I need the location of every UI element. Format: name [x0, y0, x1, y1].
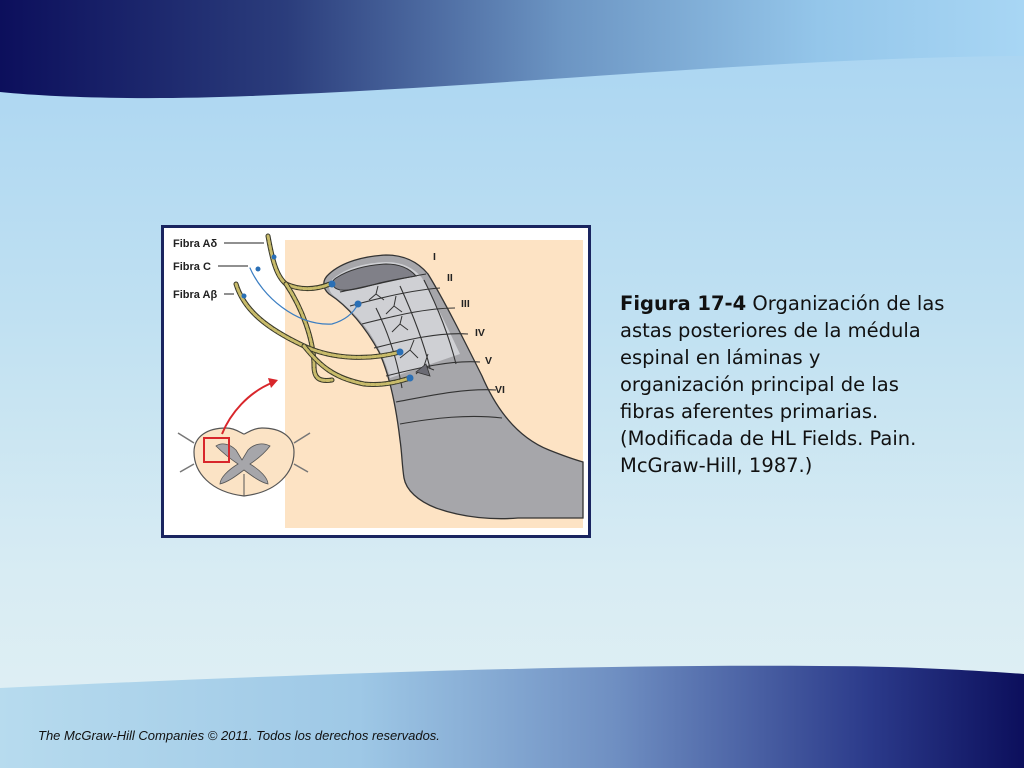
bottom-banner: [0, 665, 1024, 768]
lamina-III: III: [461, 298, 470, 310]
label-fiber-a-beta: Fibra Aβ: [173, 289, 217, 301]
label-fiber-c: Fibra C: [173, 261, 211, 273]
highlight-box: [203, 437, 230, 463]
lamina-IV: IV: [475, 327, 485, 339]
label-leaders: [218, 242, 264, 295]
caption-figure-number: Figura 17-4: [620, 292, 747, 315]
synaptic-terminals: [241, 254, 414, 382]
copyright-footer: The McGraw-Hill Companies © 2011. Todos …: [38, 728, 440, 743]
spinal-cord-inset: [177, 427, 311, 497]
fiber-c: [249, 267, 359, 325]
lamina-II: II: [447, 272, 453, 284]
zoom-arrow: [221, 378, 278, 435]
figure-caption: Figura 17-4 Organización de las astas po…: [620, 290, 950, 479]
dorsal-horn-diagram: Fibra Aδ Fibra C Fibra Aβ I II III IV V …: [173, 233, 584, 528]
top-banner: [0, 0, 1024, 99]
lamina-I: I: [433, 251, 436, 263]
figure-frame: Fibra Aδ Fibra C Fibra Aβ I II III IV V …: [161, 225, 591, 538]
lamina-boundaries: [339, 273, 503, 425]
label-fiber-a-delta: Fibra Aδ: [173, 238, 217, 250]
lamina-VI: VI: [495, 384, 505, 396]
lamina-V: V: [485, 355, 492, 367]
caption-text: Organización de las astas posteriores de…: [620, 292, 945, 477]
